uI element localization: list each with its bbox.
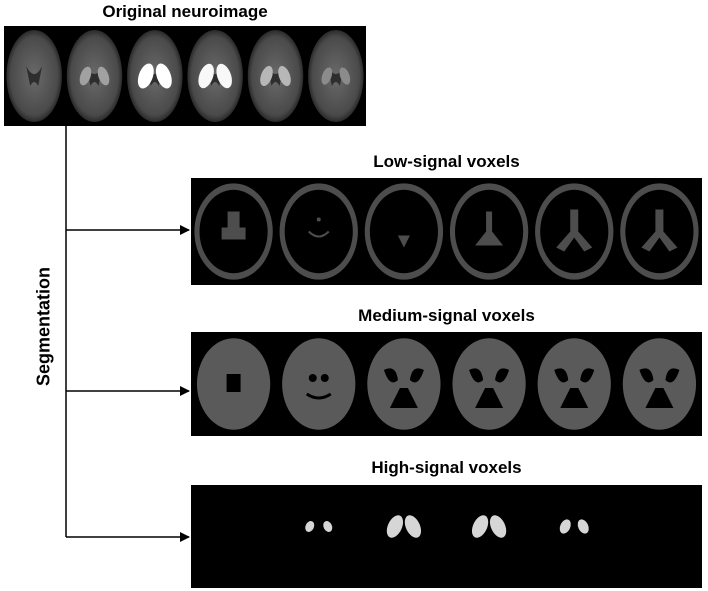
original-slice-6 <box>308 30 364 122</box>
original-slice-2 <box>66 30 123 122</box>
high-signal-slice-5 <box>559 519 589 534</box>
medium-signal-slice-1 <box>196 338 271 430</box>
original-slice-1 <box>6 30 62 122</box>
medium-signal-slice-6 <box>622 338 697 430</box>
medium-signal-slice-4 <box>452 338 526 430</box>
low-signal-slice-4 <box>449 183 529 280</box>
medium-signal-slices <box>196 338 697 430</box>
original-slice-3 <box>127 30 183 122</box>
original-neuroimage-title: Original neuroimage <box>102 2 268 21</box>
medium-signal-slice-3 <box>367 338 441 430</box>
low-signal-slices <box>194 183 699 280</box>
original-neuroimage-strip <box>4 26 366 126</box>
high-signal-title: High-signal voxels <box>371 458 522 477</box>
medium-signal-slice-5 <box>537 338 611 430</box>
low-signal-strip <box>191 178 702 285</box>
high-signal-strip <box>191 485 702 588</box>
low-signal-slice-5 <box>535 183 614 280</box>
high-signal-slices <box>305 515 589 538</box>
medium-signal-strip <box>191 332 702 436</box>
medium-signal-slice-2 <box>282 338 356 430</box>
high-signal-slice-2 <box>305 521 333 532</box>
original-slice-4 <box>187 30 243 122</box>
medium-signal-title: Medium-signal voxels <box>358 306 535 325</box>
high-signal-slice-3 <box>386 515 422 538</box>
low-signal-slice-2 <box>279 183 358 280</box>
high-signal-slice-4 <box>471 515 507 538</box>
original-slice-5 <box>247 30 304 122</box>
original-neuroimage-slices <box>6 30 364 122</box>
low-signal-slice-6 <box>620 183 699 280</box>
low-signal-slice-1 <box>194 183 273 280</box>
low-signal-slice-3 <box>364 183 444 280</box>
low-signal-title: Low-signal voxels <box>373 152 520 171</box>
